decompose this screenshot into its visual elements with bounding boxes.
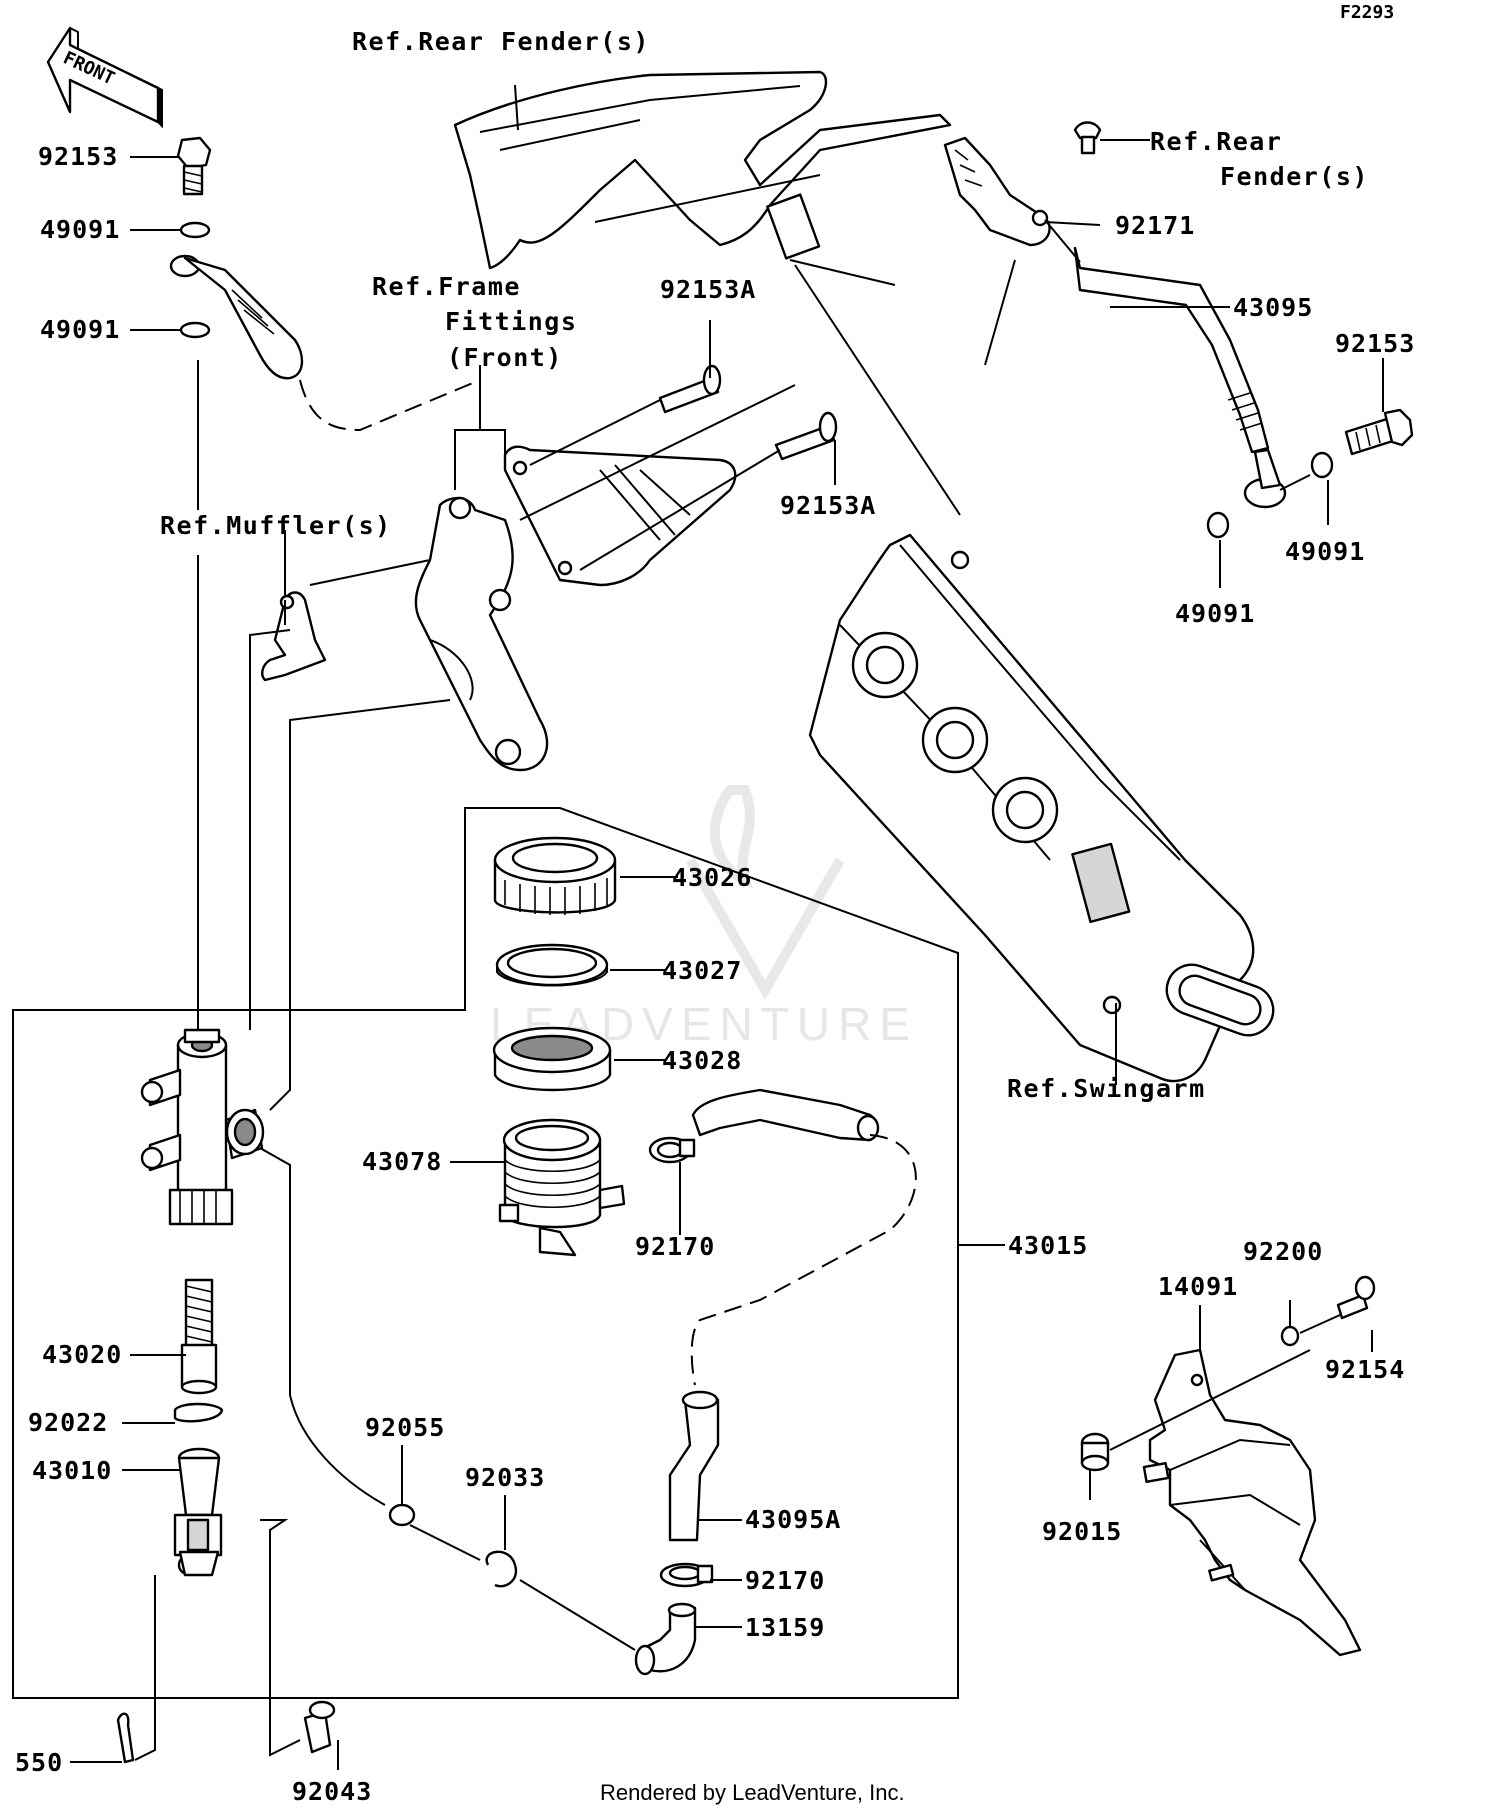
label-49091-right: 49091 bbox=[1285, 537, 1365, 566]
clamp-screw-92171-shape bbox=[1073, 121, 1102, 155]
cotter-pin-550-shape bbox=[116, 1712, 135, 1764]
screw-92153a-mid-shape bbox=[774, 411, 838, 461]
label-43095a: 43095A bbox=[745, 1505, 841, 1534]
label-43095: 43095 bbox=[1233, 293, 1313, 322]
guard-14091-shape bbox=[1142, 1348, 1362, 1657]
ref-rear-fender-right-line1: Ref.Rear bbox=[1150, 127, 1282, 156]
circlip-92033-shape bbox=[485, 1550, 518, 1588]
ref-swingarm: Ref.Swingarm bbox=[1007, 1074, 1206, 1103]
ref-frame-fittings-line3: (Front) bbox=[447, 343, 563, 372]
muffler-bracket-shape bbox=[261, 591, 327, 682]
label-550: 550 bbox=[15, 1748, 63, 1777]
label-43010: 43010 bbox=[32, 1456, 112, 1485]
rear-fender-shape bbox=[453, 70, 952, 270]
label-92170-bottom: 92170 bbox=[745, 1566, 825, 1595]
label-43026: 43026 bbox=[672, 863, 752, 892]
ref-rear-fender-top: Ref.Rear Fender(s) bbox=[352, 27, 650, 56]
brake-hose-upper-shape bbox=[169, 254, 481, 432]
ref-rear-fender-right-line2: Fender(s) bbox=[1220, 162, 1369, 191]
label-92015: 92015 bbox=[1042, 1517, 1122, 1546]
grommet-92015-shape bbox=[1080, 1432, 1110, 1472]
diaphragm-43028-shape bbox=[492, 1026, 612, 1092]
label-13159: 13159 bbox=[745, 1613, 825, 1642]
leader-lines bbox=[70, 84, 1384, 1770]
screw-92153a-top-shape bbox=[658, 364, 722, 414]
hose-clamp-92170-top-shape bbox=[648, 1136, 696, 1164]
piston-spring-43020-shape bbox=[180, 1278, 218, 1395]
reservoir-43078-shape bbox=[498, 1118, 626, 1257]
label-92153-left: 92153 bbox=[38, 142, 118, 171]
frame-fitting-bracket-shape bbox=[414, 445, 737, 772]
label-49091-lower: 49091 bbox=[1175, 599, 1255, 628]
reservoir-hose-upper-shape bbox=[690, 1088, 917, 1386]
label-92154: 92154 bbox=[1325, 1355, 1405, 1384]
o-ring-92055-shape bbox=[388, 1503, 416, 1527]
hose-clamp-92170-bottom-shape bbox=[659, 1562, 714, 1588]
ref-muffler: Ref.Muffler(s) bbox=[160, 511, 392, 540]
diaphragm-plate-43027-shape bbox=[495, 943, 609, 987]
label-92153a-top: 92153A bbox=[660, 275, 756, 304]
label-43078: 43078 bbox=[362, 1147, 442, 1176]
washer-92200-shape bbox=[1280, 1325, 1300, 1347]
ref-frame-fittings-line1: Ref.Frame bbox=[372, 272, 521, 301]
ref-frame-fittings-line2: Fittings bbox=[445, 307, 577, 336]
brake-hose-right-shape bbox=[943, 136, 1287, 509]
figure-code: F2293 bbox=[1340, 2, 1394, 23]
label-49091-b: 49091 bbox=[40, 315, 120, 344]
label-43015: 43015 bbox=[1008, 1231, 1088, 1260]
washer-49091-lower-shape bbox=[1206, 511, 1230, 539]
front-arrow-icon: FRONT bbox=[46, 26, 163, 129]
label-92171: 92171 bbox=[1115, 211, 1195, 240]
push-rod-43010-shape bbox=[173, 1447, 223, 1577]
master-cylinder-body-shape bbox=[140, 1028, 265, 1226]
label-92033: 92033 bbox=[465, 1463, 545, 1492]
label-92153a-mid: 92153A bbox=[780, 491, 876, 520]
label-92170-top: 92170 bbox=[635, 1232, 715, 1261]
bolt-92154-shape bbox=[1336, 1275, 1376, 1320]
swingarm-shape bbox=[808, 533, 1275, 1083]
watermark-logo bbox=[685, 785, 845, 1001]
assembly-43015-outline bbox=[12, 807, 959, 1699]
washer-49091-b-shape bbox=[179, 321, 211, 339]
washer-49091-a-shape bbox=[179, 221, 211, 239]
label-92153-right: 92153 bbox=[1335, 329, 1415, 358]
label-43020: 43020 bbox=[42, 1340, 122, 1369]
elbow-fitting-13159-shape bbox=[634, 1602, 697, 1676]
label-49091-a: 49091 bbox=[40, 215, 120, 244]
label-43027: 43027 bbox=[662, 956, 742, 985]
joint-pin-92043-shape bbox=[303, 1700, 336, 1754]
reservoir-hose-lower-43095a-shape bbox=[668, 1390, 720, 1542]
banjo-bolt-right-shape bbox=[1344, 408, 1414, 456]
label-92043: 92043 bbox=[292, 1777, 372, 1806]
label-92055: 92055 bbox=[365, 1413, 445, 1442]
reservoir-cap-43026-shape bbox=[493, 836, 617, 915]
banjo-bolt-left-shape bbox=[176, 136, 212, 196]
label-14091: 14091 bbox=[1158, 1272, 1238, 1301]
footer-credit: Rendered by LeadVenture, Inc. bbox=[600, 1780, 905, 1805]
label-92022: 92022 bbox=[28, 1408, 108, 1437]
snap-ring-92022-shape bbox=[173, 1402, 224, 1423]
label-43028: 43028 bbox=[662, 1046, 742, 1075]
washer-49091-right-shape bbox=[1310, 451, 1334, 479]
label-92200: 92200 bbox=[1243, 1237, 1323, 1266]
